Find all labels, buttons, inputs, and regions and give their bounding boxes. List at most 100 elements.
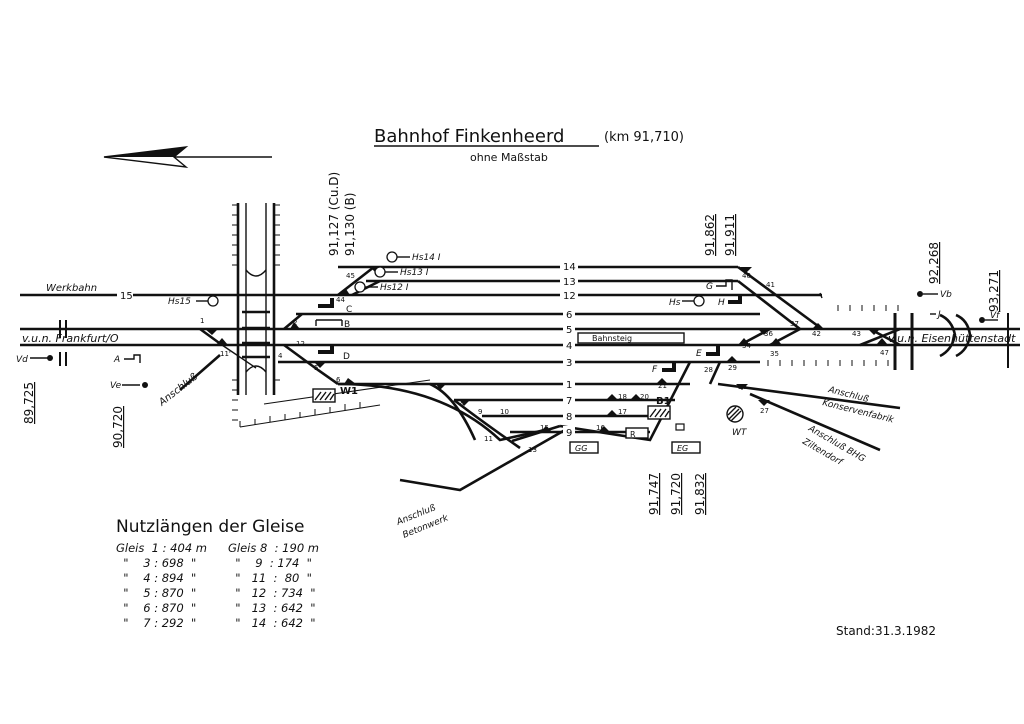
signal-hs15: Hs15: [168, 297, 191, 307]
legend-column-1: Gleis 1 : 404 m " 3 : 698 " " 4 : 894 " …: [116, 541, 207, 631]
switch-wedges: [205, 267, 888, 432]
stand-date: Stand:31.3.1982: [836, 624, 937, 638]
km-91911: 91,911: [723, 214, 737, 256]
switch-45: 45: [346, 272, 355, 280]
label-frankfurt: v.u.n. Frankfurt/O: [22, 332, 119, 345]
track-label-8: 8: [566, 412, 572, 423]
switch-21: 21: [658, 382, 667, 390]
legend-row: " 14 : 642 ": [228, 616, 316, 630]
signal-hs14: Hs14 I: [412, 253, 441, 263]
platform-label: Bahnsteig: [592, 334, 632, 343]
switch-6: 6: [336, 376, 341, 384]
direction-arrow: [103, 146, 272, 168]
switch-35: 35: [770, 350, 779, 358]
switch-11: 11: [484, 435, 493, 443]
switch-34: 34: [742, 342, 751, 350]
signal-a: A: [113, 355, 120, 365]
building-b1: B1: [656, 396, 671, 407]
km-91747: 91,747: [647, 473, 661, 515]
km-89725: 89,725: [22, 382, 36, 424]
switch-28: 28: [704, 366, 713, 374]
legend-title: Nutzlängen der Gleise: [116, 517, 305, 537]
legend-row: Gleis 1 : 404 m: [116, 541, 207, 555]
signal-b: B: [344, 320, 350, 330]
switch-43: 43: [852, 330, 861, 338]
signal-d: D: [343, 352, 350, 362]
switch-9: 9: [478, 408, 482, 416]
platform: Bahnsteig: [577, 332, 685, 344]
switch-42: 42: [812, 330, 821, 338]
switch-37: 37: [790, 320, 799, 328]
signal-c: C: [346, 305, 352, 315]
switch-41: 41: [766, 281, 775, 289]
switch-4: 4: [278, 352, 283, 360]
signal-vd: Vd: [16, 355, 28, 365]
building-gg: GG: [575, 444, 587, 453]
signals-right: G Hs H E F J Vb Vf: [652, 279, 1009, 375]
track-label-1: 1: [566, 380, 572, 391]
switch-5: 5: [314, 364, 318, 372]
switch-29: 29: [728, 364, 737, 372]
signal-markers-cbd: C B D: [315, 298, 352, 362]
switch-16: 16: [596, 424, 605, 432]
buildings: W1 B1 GG EG R WT: [312, 386, 748, 454]
km-markers: 91,127 (Cu.D) 91,130 (B) 91,862 91,911 9…: [22, 172, 1001, 515]
station-title: Bahnhof Finkenheerd: [374, 126, 564, 147]
signal-hs13: Hs13 I: [400, 268, 429, 278]
switch-11-prime: 11': [220, 350, 231, 358]
legend-row: " 13 : 642 ": [228, 601, 316, 615]
km-91862: 91,862: [703, 214, 717, 256]
track-label-15: 15: [120, 291, 133, 302]
track-label-12: 12: [563, 291, 576, 302]
switch-10: 10: [500, 408, 509, 416]
switch-1: 1: [200, 317, 204, 325]
signal-ve: Ve: [110, 381, 122, 391]
track-label-3: 3: [566, 358, 572, 369]
switch-36: 36: [764, 330, 773, 338]
building-eg: EG: [677, 444, 688, 453]
legend-row: Gleis 8 : 190 m: [228, 541, 319, 555]
building-r: R: [630, 430, 636, 439]
label-eisenhuettenstadt: v.u.n. Eisenhüttenstadt: [888, 332, 1016, 345]
signal-hs12: Hs12 I: [380, 283, 409, 293]
track-label-6: 6: [566, 310, 572, 321]
track-label-14: 14: [563, 262, 576, 273]
signals-left: Hs15 A Ve Vd: [16, 295, 219, 391]
km-91720: 91,720: [669, 473, 683, 515]
building-w1: W1: [340, 386, 358, 397]
signal-f: F: [652, 365, 658, 375]
km-90720: 90,720: [111, 406, 125, 448]
switch-12: 12: [296, 340, 305, 348]
switch-44: 44: [336, 296, 345, 304]
connections: [179, 265, 901, 492]
legend-row: " 5 : 870 ": [116, 586, 197, 600]
switch-27: 27: [760, 407, 769, 415]
km-91127: 91,127 (Cu.D): [327, 172, 341, 256]
switch-13: 13: [528, 446, 537, 454]
signal-vf: Vf: [990, 311, 1001, 321]
signal-g: G: [706, 282, 713, 292]
km-91832: 91,832: [693, 473, 707, 515]
signals-top: Hs14 I Hs13 I Hs12 I: [354, 251, 441, 293]
signal-e: E: [696, 349, 702, 359]
signal-hs-right: Hs: [669, 298, 681, 308]
building-wt: WT: [732, 428, 748, 438]
legend-row: " 6 : 870 ": [116, 601, 197, 615]
embankment-hatching: [232, 204, 899, 428]
scale-note: ohne Maßstab: [470, 151, 548, 164]
label-werkbahn: Werkbahn: [46, 283, 97, 294]
legend-row: " 3 : 698 ": [116, 556, 197, 570]
main-tracks: [20, 265, 1020, 434]
station-km: (km 91,710): [604, 130, 684, 145]
signal-vb: Vb: [940, 290, 952, 300]
signal-h: H: [718, 298, 725, 308]
switch-2: 2: [293, 319, 297, 327]
track-label-9: 9: [566, 428, 572, 439]
signal-j: J: [936, 310, 941, 320]
legend-column-2: Gleis 8 : 190 m " 9 : 174 " " 11 : 80 " …: [228, 541, 319, 631]
track-label-4: 4: [566, 341, 572, 352]
switch-17: 17: [618, 408, 627, 416]
switch-47: 47: [880, 349, 889, 357]
track-label-7: 7: [566, 396, 572, 407]
